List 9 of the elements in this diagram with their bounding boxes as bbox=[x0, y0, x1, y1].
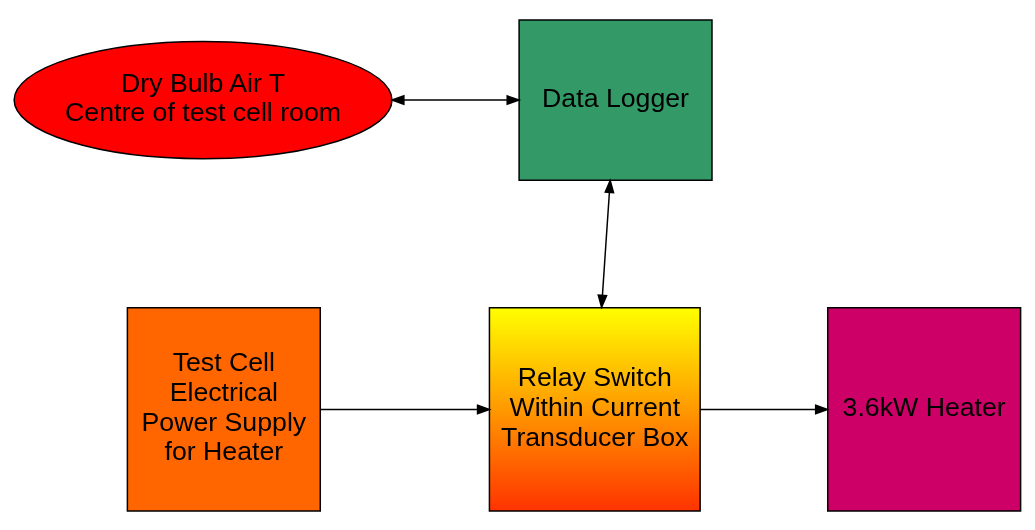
node-ellipse: Dry Bulb Air T Centre of test cell room bbox=[13, 40, 393, 159]
arrow bbox=[699, 403, 830, 415]
node-box: Relay Switch Within Current Transducer Box bbox=[488, 306, 701, 512]
arrow bbox=[597, 177, 615, 310]
arrow bbox=[320, 403, 492, 415]
arrow bbox=[389, 94, 522, 105]
node-box: Data Logger bbox=[518, 18, 713, 181]
node-box: Test Cell Electrical Power Supply for Heater bbox=[126, 306, 321, 512]
node-box: 3.6kW Heater bbox=[827, 306, 1022, 512]
